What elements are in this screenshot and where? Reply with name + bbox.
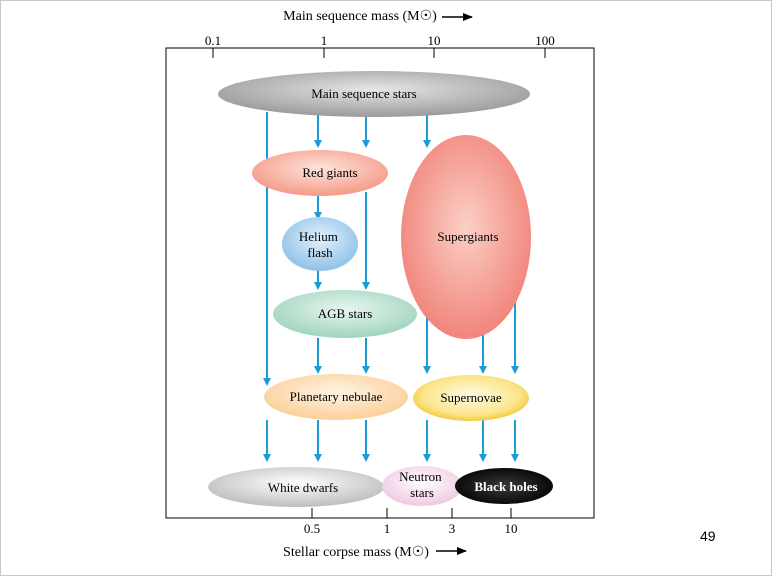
node-supergiants-label: Supergiants bbox=[437, 229, 498, 244]
node-white-dwarfs-label: White dwarfs bbox=[268, 480, 338, 495]
node-supergiants bbox=[401, 135, 531, 339]
node-red-giants bbox=[252, 150, 388, 196]
node-helium-flash-label-line1: Helium bbox=[299, 229, 338, 244]
node-agb-stars bbox=[273, 290, 417, 338]
bottom-tick-label: 3 bbox=[449, 521, 456, 536]
node-main-sequence-stars bbox=[218, 71, 530, 117]
node-neutron-stars bbox=[382, 466, 462, 506]
top-tick-label: 1 bbox=[321, 33, 328, 48]
node-helium-flash-label-line2: flash bbox=[307, 245, 333, 260]
top-tick-label: 0.1 bbox=[205, 33, 221, 48]
top-axis-label: Main sequence mass (M☉) bbox=[283, 9, 437, 24]
node-planetary-nebulae-label: Planetary nebulae bbox=[290, 389, 383, 404]
node-neutron-stars-label: Neutron stars bbox=[399, 469, 445, 500]
node-helium-flash bbox=[282, 217, 358, 271]
top-tick-label: 10 bbox=[428, 33, 441, 48]
node-red-giants-label: Red giants bbox=[302, 165, 357, 180]
node-black-holes bbox=[455, 468, 553, 504]
top-tick-label: 100 bbox=[535, 33, 555, 48]
bottom-axis-label: Stellar corpse mass (M☉) bbox=[283, 545, 429, 560]
plot-frame bbox=[165, 47, 595, 519]
node-neutron-stars-label-line2: stars bbox=[410, 485, 434, 500]
node-main-sequence-stars-label: Main sequence stars bbox=[311, 86, 416, 101]
node-black-holes-label: Black holes bbox=[474, 479, 537, 494]
node-white-dwarfs bbox=[208, 467, 384, 507]
bottom-tick-label: 10 bbox=[505, 521, 518, 536]
node-planetary-nebulae bbox=[264, 374, 408, 420]
bottom-tick-label: 1 bbox=[384, 521, 391, 536]
bottom-tick-label: 0.5 bbox=[304, 521, 320, 536]
node-supernovae-label: Supernovae bbox=[440, 390, 502, 405]
flow-arrows bbox=[263, 112, 519, 462]
node-helium-flash-label: Helium flash bbox=[299, 229, 341, 260]
node-neutron-stars-label-line1: Neutron bbox=[399, 469, 442, 484]
page-number: 49 bbox=[700, 528, 716, 544]
node-agb-stars-label: AGB stars bbox=[318, 306, 373, 321]
node-supernovae bbox=[413, 375, 529, 421]
